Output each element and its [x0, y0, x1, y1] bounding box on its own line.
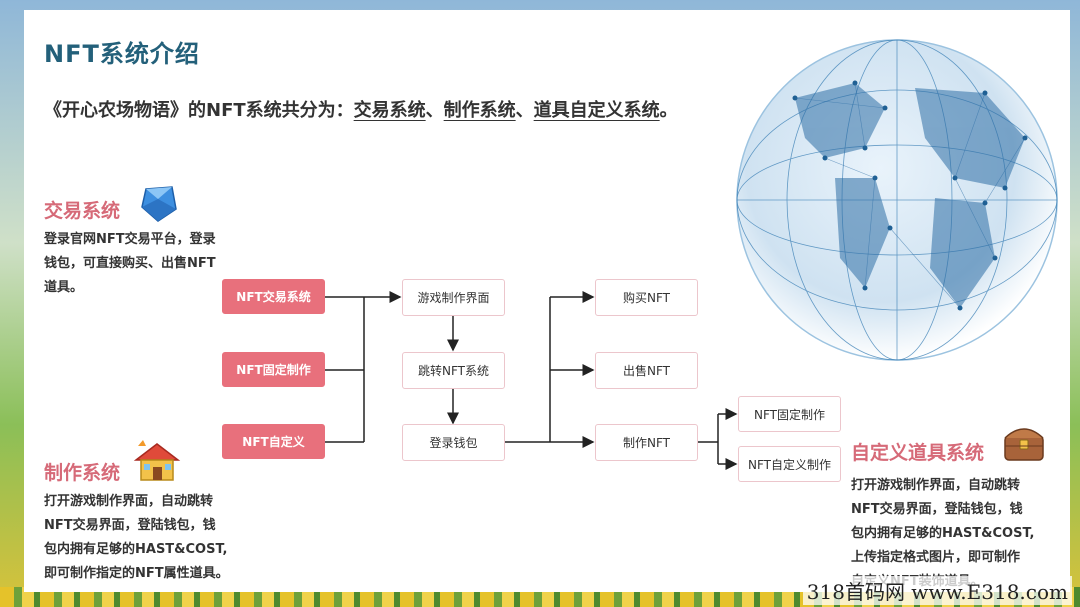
intro-item-trade: 交易系统	[353, 100, 426, 121]
custom-section-title: 自定义道具系统	[851, 442, 985, 464]
text-line: NFT交易界面，登陆钱包，钱	[44, 518, 216, 533]
text-line: 上传指定格式图片，即可制作	[851, 550, 1021, 565]
trade-section-text: 登录官网NFT交易平台，登录 钱包，可直接购买、出售NFT 道具。	[44, 228, 216, 300]
make-section-title: 制作系统	[44, 462, 121, 484]
intro-suffix: 。	[659, 100, 678, 121]
site-watermark: 318首码网 www.E318.com	[802, 576, 1072, 605]
trade-section-title: 交易系统	[44, 200, 121, 222]
treasure-chest-icon	[1004, 428, 1044, 461]
text-line: 登录官网NFT交易平台，登录	[44, 232, 216, 247]
flow-box-nft-fixed-make-output: NFT固定制作	[738, 396, 841, 432]
text-line: 即可制作指定的NFT属性道具。	[44, 566, 229, 581]
intro-sep: 、	[425, 100, 444, 121]
intro-item-make: 制作系统	[443, 100, 516, 121]
flow-box-nft-custom-make-output: NFT自定义制作	[738, 446, 841, 482]
intro-sep: 、	[515, 100, 534, 121]
flow-box-make-nft: 制作NFT	[595, 424, 698, 461]
flow-box-nft-fixed-make: NFT固定制作	[222, 352, 325, 387]
gem-icon	[141, 186, 177, 222]
intro-item-custom: 道具自定义系统	[533, 100, 660, 121]
text-line: 包内拥有足够的HAST&COST,	[44, 542, 228, 557]
flow-box-sell-nft: 出售NFT	[595, 352, 698, 389]
globe-network-icon	[736, 39, 1058, 361]
text-line: 包内拥有足够的HAST&COST,	[851, 526, 1035, 541]
flow-box-login-wallet: 登录钱包	[402, 424, 505, 461]
page-title: NFT系统介绍	[44, 40, 200, 68]
text-line: 道具。	[44, 280, 84, 295]
flow-box-nft-trade-system: NFT交易系统	[222, 279, 325, 314]
flow-box-game-make-ui: 游戏制作界面	[402, 279, 505, 316]
house-icon	[133, 440, 181, 481]
flow-box-buy-nft: 购买NFT	[595, 279, 698, 316]
intro-sentence: 《开心农场物语》的NFT系统共分为：交易系统、制作系统、道具自定义系统。	[44, 96, 678, 122]
make-section-text: 打开游戏制作界面，自动跳转 NFT交易界面，登陆钱包，钱 包内拥有足够的HAST…	[44, 490, 229, 586]
flow-box-jump-nft-system: 跳转NFT系统	[402, 352, 505, 389]
text-line: 钱包，可直接购买、出售NFT	[44, 256, 216, 271]
text-line: NFT交易界面，登陆钱包，钱	[851, 502, 1023, 517]
intro-prefix: 《开心农场物语》的NFT系统共分为：	[44, 100, 354, 121]
text-line: 打开游戏制作界面，自动跳转	[44, 494, 214, 509]
text-line: 打开游戏制作界面，自动跳转	[851, 478, 1021, 493]
flow-box-nft-custom: NFT自定义	[222, 424, 325, 459]
